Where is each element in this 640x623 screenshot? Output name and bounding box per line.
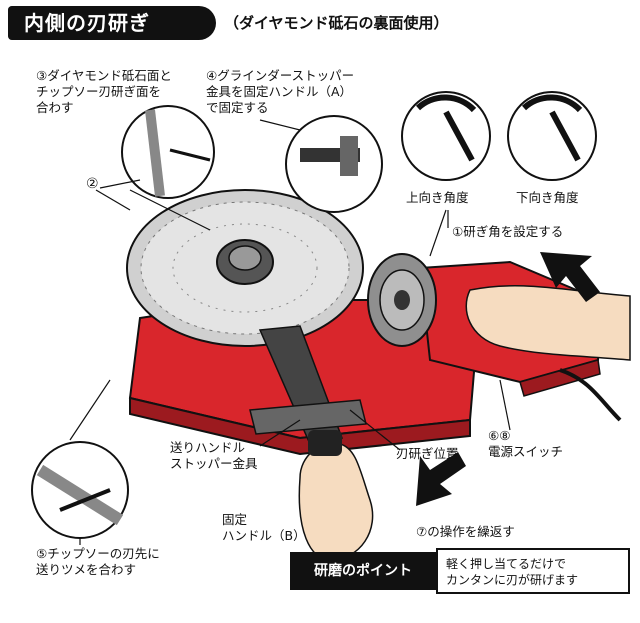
leader-lines <box>69 119 511 545</box>
label-step7: ⑦の操作を繰返す <box>416 524 515 539</box>
push-arrow-lower <box>416 452 466 506</box>
detail-circle-step5 <box>31 441 129 539</box>
page-title: 内側の刃研ぎ <box>8 6 216 40</box>
label-sharpen-position: 刃研ぎ位置 <box>396 446 459 461</box>
label-step4: ④グラインダーストッパー 金具を固定ハンドル（A） で固定する <box>206 68 355 115</box>
detail-circle-step4 <box>285 115 383 213</box>
feed-rail <box>249 325 367 445</box>
label-feed-handle: 送りハンドル ストッパー金具 <box>170 440 258 471</box>
left-hand <box>298 430 374 561</box>
polishing-point-text: 軽く押し当てるだけで カンタンに刃が研げます <box>436 548 630 594</box>
detail-circle-step3 <box>121 105 215 199</box>
right-hand <box>465 285 631 361</box>
diamond-grinding-wheel <box>367 253 437 347</box>
label-step1: ①研ぎ角を設定する <box>452 224 564 239</box>
label-up-angle: 上向き角度 <box>406 190 469 205</box>
label-step2: ② <box>86 176 99 192</box>
detail-circle-down-angle <box>507 91 597 181</box>
detail-circle-up-angle <box>401 91 491 181</box>
polishing-point-badge: 研磨のポイント <box>290 552 436 590</box>
label-fix-handle-b: 固定 ハンドル（B） <box>222 512 306 543</box>
polishing-point-box: 研磨のポイント 軽く押し当てるだけで カンタンに刃が研げます <box>290 548 630 594</box>
label-down-angle: 下向き角度 <box>516 190 579 205</box>
label-step3: ③ダイヤモンド砥石面と チップソー刃研ぎ面を 合わす <box>36 68 172 115</box>
label-step5: ⑤チップソーの刃先に 送りツメを合わす <box>36 546 160 577</box>
label-power-switch: ⑥⑧ 電源スイッチ <box>488 428 564 459</box>
push-arrow-upper <box>540 252 600 302</box>
page-subtitle: （ダイヤモンド砥石の裏面使用） <box>224 14 449 32</box>
chip-saw-blade <box>126 189 364 347</box>
